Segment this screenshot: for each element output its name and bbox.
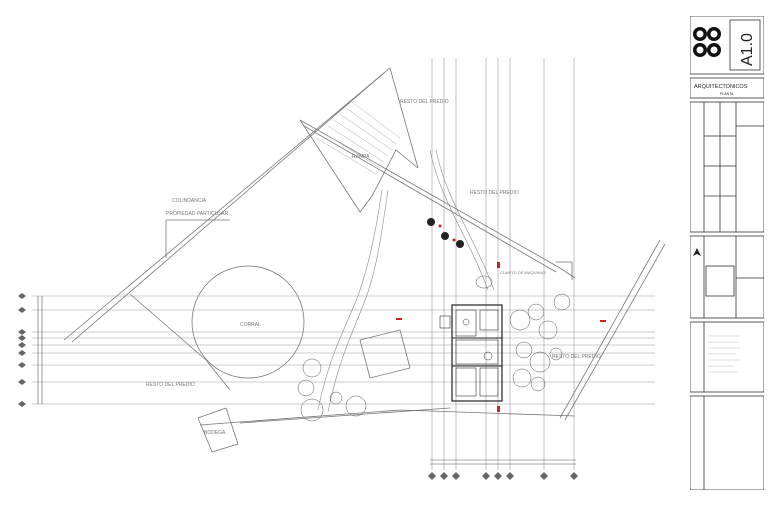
label-cuarto-maquinas: CUARTO DE MAQUINAS xyxy=(500,270,546,275)
label-corral: CORRAL xyxy=(240,322,261,328)
ramp-hatch xyxy=(315,101,401,175)
label-bodega: BODEGA xyxy=(204,430,226,436)
red-markers xyxy=(396,224,606,412)
label-resto-predio-mid: RESTO DEL PREDIO xyxy=(470,190,519,196)
info-panel xyxy=(690,101,764,233)
discipline-title: ARQUITECTONICOS xyxy=(694,84,748,90)
logo-panel xyxy=(690,16,764,75)
label-resto-predio-right: RESTO DEL PREDIO xyxy=(552,354,601,360)
notes-panel xyxy=(690,321,764,393)
sheet-number-box xyxy=(729,19,761,71)
key-plan-panel xyxy=(690,235,764,319)
vegetation xyxy=(297,293,571,422)
label-rampa: RAMPA xyxy=(352,154,370,160)
title-block: A1.0 ARQUITECTONICOS PLANTA xyxy=(690,16,764,490)
label-propiedad-particular: PROPIEDAD PARTICULAR xyxy=(166,211,228,217)
label-resto-predio-left: RESTO DEL PREDIO xyxy=(146,382,195,388)
cistern xyxy=(475,275,493,289)
stamp-panel xyxy=(690,395,764,490)
corral-circle xyxy=(191,265,305,379)
grid-markers-bottom xyxy=(428,472,578,480)
logo-mark xyxy=(693,27,721,57)
label-resto-predio-top: RESTO DEL PREDIO xyxy=(400,99,449,105)
label-colindancia: COLINDANCIA xyxy=(172,198,207,204)
grid-markers-left xyxy=(18,293,26,407)
notes-lines xyxy=(708,335,740,373)
title-panel xyxy=(690,77,764,99)
site-plan-drawing: RESTO DEL PREDIO RAMPA COLINDANCIA PROPI… xyxy=(18,58,666,480)
sheet-number: A1.0 xyxy=(739,33,756,66)
drawing-title: PLANTA xyxy=(720,92,734,96)
property-boundary xyxy=(63,67,666,453)
trail xyxy=(317,149,495,413)
building-plan xyxy=(439,304,503,402)
grid-lines xyxy=(32,58,655,470)
tree-markers xyxy=(427,218,464,248)
north-arrow-icon xyxy=(693,248,701,256)
